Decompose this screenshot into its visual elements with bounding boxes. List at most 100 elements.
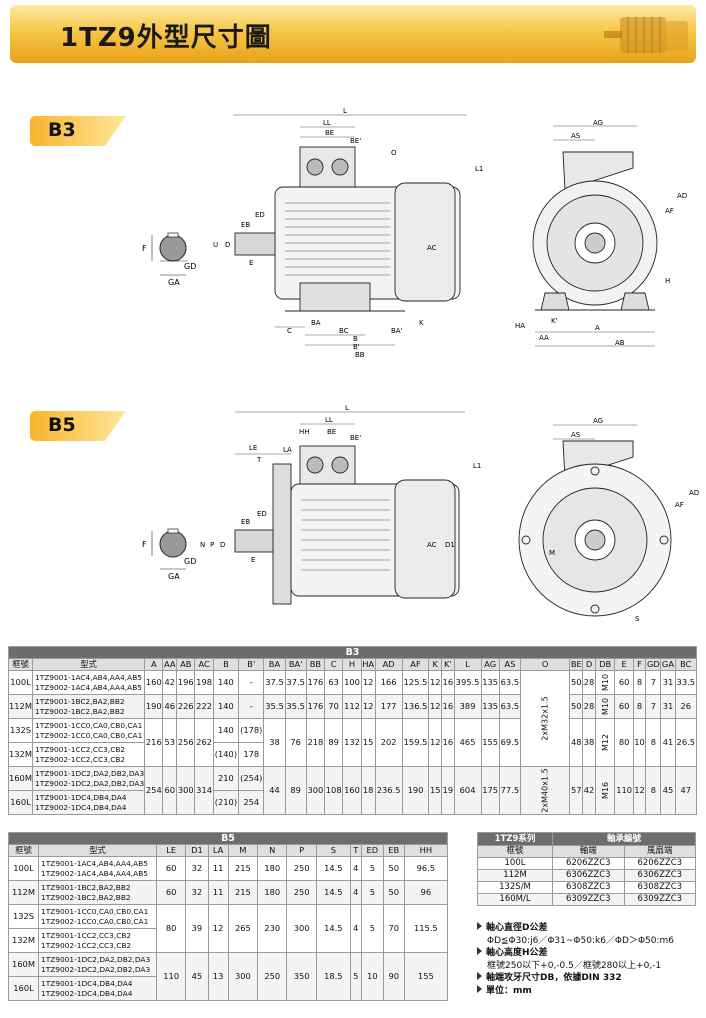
value-cell: 14.5 bbox=[315, 880, 351, 905]
col-header: D1 bbox=[185, 844, 209, 857]
dim-label: AF bbox=[665, 207, 674, 215]
value-cell: 11 bbox=[207, 880, 229, 905]
value-cell: 6308ZZC3 bbox=[623, 881, 696, 894]
dim-label: L1 bbox=[475, 165, 483, 173]
note-item: 軸心直徑D公差 bbox=[477, 922, 674, 935]
dim-label: A bbox=[595, 324, 600, 332]
value-cell: 300 bbox=[227, 952, 259, 1001]
value-cell: 80 bbox=[614, 718, 634, 767]
col-header: B bbox=[212, 658, 240, 671]
value-cell: M16 bbox=[594, 766, 616, 815]
col-header: O bbox=[519, 658, 571, 671]
col-header: AA bbox=[162, 658, 178, 671]
notes: 軸心直徑D公差 ΦD≦Φ30:j6／Φ31~Φ50:k6／ΦD＞Φ50:m6 軸… bbox=[477, 922, 674, 997]
col-header: ED bbox=[360, 844, 384, 857]
value-cell: 132 bbox=[342, 718, 362, 767]
value-cell: 100 bbox=[342, 670, 362, 695]
col-header: HH bbox=[403, 844, 449, 857]
dim-label: AC bbox=[427, 541, 437, 549]
col-header: GA bbox=[660, 658, 676, 671]
value-cell: 159.5 bbox=[401, 718, 430, 767]
bearing-number-header: 軸承編號 bbox=[552, 832, 696, 846]
value-cell: 63 bbox=[324, 670, 344, 695]
value-cell: 110 bbox=[614, 766, 634, 815]
value-cell: 31 bbox=[660, 694, 676, 719]
col-header: H bbox=[342, 658, 362, 671]
frame-cell: 160L bbox=[8, 790, 33, 815]
col-header: 風扇端 bbox=[623, 845, 696, 858]
col-header: B' bbox=[238, 658, 265, 671]
note-detail: ΦD≦Φ30:j6／Φ31~Φ50:k6／ΦD＞Φ50:m6 bbox=[487, 935, 675, 946]
dim-label: L1 bbox=[473, 462, 481, 470]
value-cell: 77.5 bbox=[498, 766, 521, 815]
value-cell: 44 bbox=[263, 766, 286, 815]
dim-label: LL bbox=[323, 119, 331, 127]
value-cell: 5 bbox=[360, 856, 384, 881]
value-cell: 89 bbox=[284, 766, 307, 815]
value-cell: 140 bbox=[212, 718, 240, 743]
value-cell: 180 bbox=[257, 880, 288, 905]
value-cell: 256 bbox=[176, 718, 196, 767]
value-cell: 80 bbox=[155, 904, 187, 953]
value-cell: 112 bbox=[342, 694, 362, 719]
value-cell: 14.5 bbox=[315, 856, 351, 881]
value-cell: 250 bbox=[257, 952, 288, 1001]
value-cell: 6309ZZC3 bbox=[552, 893, 625, 906]
value-cell: 218 bbox=[305, 718, 326, 767]
value-cell: 53 bbox=[162, 718, 178, 767]
value-cell: 15 bbox=[428, 766, 443, 815]
value-cell: 57 bbox=[569, 766, 584, 815]
triangle-bullet-icon bbox=[477, 922, 482, 930]
value-cell: 198 bbox=[194, 670, 214, 695]
value-cell: 28 bbox=[582, 694, 596, 719]
dim-label: LL bbox=[325, 416, 333, 424]
dim-label: EB bbox=[241, 221, 250, 229]
value-cell: 63.5 bbox=[498, 670, 521, 695]
col-header: 框號 bbox=[477, 845, 553, 858]
dim-label: AG bbox=[593, 119, 603, 127]
dim-label: BE bbox=[325, 129, 334, 137]
dim-label: EB bbox=[241, 518, 250, 526]
title-banner: 1TZ9外型尺寸圖 bbox=[10, 5, 696, 63]
col-header: 軸端 bbox=[552, 845, 625, 858]
value-cell: 16 bbox=[441, 670, 455, 695]
value-cell: 6306ZZC3 bbox=[552, 869, 625, 882]
value-cell: 140 bbox=[212, 694, 240, 719]
value-cell: 12 bbox=[428, 670, 443, 695]
value-cell: 222 bbox=[194, 694, 214, 719]
b3-side-view: L LL BE BE' O L1 ED EB E D U AC C BA BC … bbox=[213, 107, 483, 359]
value-cell: 5 bbox=[360, 880, 384, 905]
col-header: 框號 bbox=[8, 658, 33, 671]
col-header: AG bbox=[480, 658, 500, 671]
value-cell: - bbox=[238, 694, 265, 719]
value-cell: 604 bbox=[453, 766, 482, 815]
dim-label: GD bbox=[184, 262, 196, 271]
value-cell: 13 bbox=[207, 952, 229, 1001]
value-cell: 254 bbox=[238, 790, 265, 815]
dim-label: B bbox=[353, 335, 358, 343]
dim-label: D bbox=[225, 241, 230, 249]
col-header: N bbox=[257, 844, 288, 857]
frame-cell: 100L bbox=[8, 670, 33, 695]
col-header: DB bbox=[594, 658, 616, 671]
b5-side-view: L LL HH BE BE' LE LA T L1 ED EB E N P D … bbox=[200, 404, 481, 605]
col-header: AB bbox=[176, 658, 196, 671]
col-header: AC bbox=[194, 658, 214, 671]
value-cell: 135 bbox=[480, 694, 500, 719]
dim-label: BE bbox=[327, 428, 336, 436]
col-header: BA bbox=[263, 658, 286, 671]
value-cell: 16 bbox=[441, 694, 455, 719]
value-cell: 135 bbox=[480, 670, 500, 695]
value-cell: 6308ZZC3 bbox=[552, 881, 625, 894]
value-cell: 50 bbox=[382, 880, 405, 905]
col-header: BB bbox=[305, 658, 326, 671]
value-cell: 108 bbox=[324, 766, 344, 815]
